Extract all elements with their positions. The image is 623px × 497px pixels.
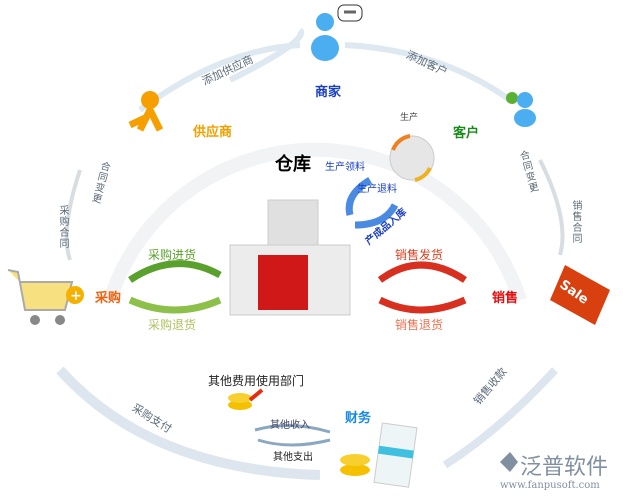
warehouse-label: 仓库 (275, 154, 311, 175)
coins-icon (228, 388, 264, 410)
logo-url: www.fanpusoft.com (500, 480, 600, 491)
cart-icon: + (7, 269, 84, 325)
prod-pick-label: 生产领料 (325, 162, 365, 173)
add-customer-arrow (344, 42, 512, 103)
customer-icon (506, 92, 536, 127)
finance-label: 财务 (345, 411, 372, 426)
supplier-label: 供应商 (193, 125, 233, 140)
sale-tag-icon (550, 265, 610, 325)
warehouse-cube-icon (229, 199, 351, 316)
logo-name: 泛普软件 (520, 455, 609, 480)
sales-return-label: 销售退货 (395, 318, 444, 332)
other-dept-label: 其他费用使用部门 (208, 374, 305, 388)
sales-ship-label: 销售发货 (395, 248, 444, 262)
add-supplier-arrow (138, 42, 301, 113)
production-label: 生产 (400, 113, 419, 123)
other-expense-label: 其他支出 (273, 452, 313, 463)
prod-return-label: 生产退料 (357, 184, 397, 195)
sales-receipt-arrow (442, 367, 558, 469)
merchant-icon (311, 4, 363, 61)
other-income-label: 其他收入 (270, 420, 310, 431)
sales-ship-arrow (377, 261, 467, 283)
purchase-return-label: 采购退货 (148, 318, 197, 332)
purchase-return-arrow (128, 296, 222, 314)
production-sphere-icon (389, 134, 435, 182)
purchase-in-label: 采购进货 (148, 248, 197, 262)
sales-label: 销售 (492, 291, 519, 306)
customer-label: 客户 (453, 126, 480, 141)
svg-text:+: + (70, 288, 82, 304)
sales-contract-label: 销售合同 (570, 200, 581, 244)
purchase-in-arrow (128, 260, 222, 283)
purchase-label: 采购 (95, 291, 122, 306)
sales-return-arrow (378, 296, 467, 314)
merchant-label: 商家 (315, 85, 342, 100)
supplier-icon (128, 91, 164, 132)
purchase-pay-arrow (56, 366, 321, 480)
purchase-contract-label: 采购合同 (57, 205, 68, 249)
logo-icon (500, 452, 518, 472)
finance-icon (340, 422, 418, 488)
